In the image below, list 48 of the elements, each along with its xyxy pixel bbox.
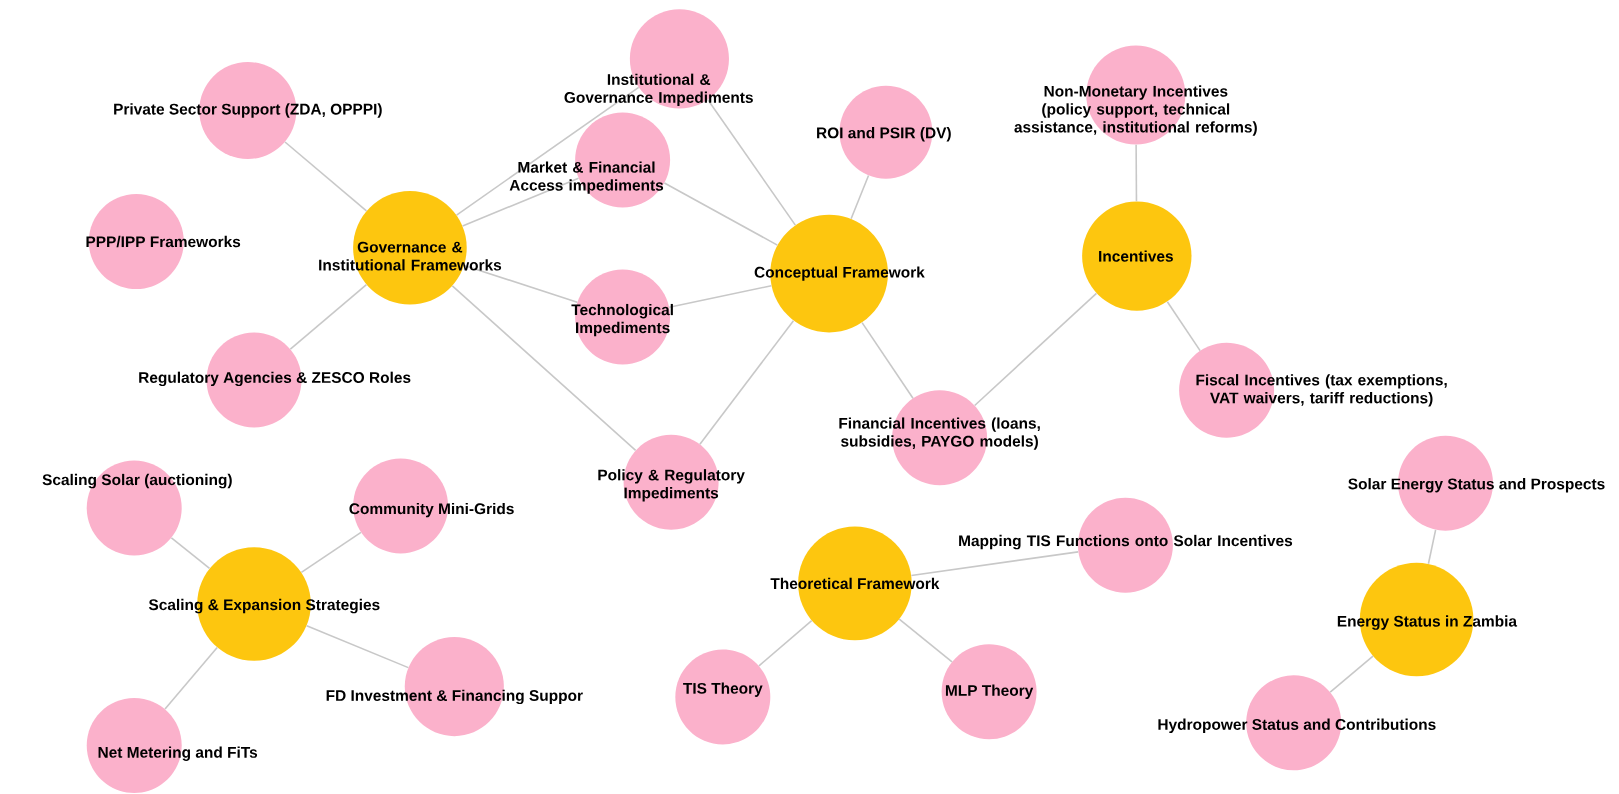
- connector-line: [699, 319, 795, 445]
- topic-circle: [675, 649, 771, 745]
- connector-line: [461, 177, 580, 227]
- connector-line: [164, 646, 218, 710]
- connector-line: [758, 619, 813, 667]
- node-label: Mapping TIS Functions onto Solar Incentives: [959, 534, 1293, 550]
- node-label: Technological Impediments: [571, 303, 673, 337]
- node-label: Non-Monetary Incentives (policy support, technical assistance, institutional reforms): [1014, 85, 1257, 136]
- node-label: PPP/IPP Frameworks: [86, 235, 241, 248]
- connector-line: [305, 624, 410, 669]
- node-label: FD Investment & Financing Suppor: [326, 689, 583, 705]
- connector-line: [463, 264, 579, 304]
- connector-line: [973, 292, 1098, 407]
- connector-line: [1427, 529, 1437, 565]
- node-label: Institutional & Governance Impediments: [564, 73, 753, 106]
- node-label: Private Sector Support (ZDA, OPPPI): [114, 103, 382, 118]
- connector-line: [663, 182, 779, 246]
- connector-line: [451, 285, 637, 452]
- node-label: Hydropower Status and Contributions: [1158, 718, 1436, 733]
- connector-line: [850, 174, 870, 220]
- node-label: Scaling Solar (auctioning): [42, 473, 232, 489]
- node-label: Community Mini-Grids: [349, 502, 514, 518]
- connector-line: [300, 531, 362, 574]
- connector-line: [668, 284, 773, 308]
- node-label: Regulatory Agencies & ZESCO Roles: [139, 371, 411, 387]
- node-label: Net Metering and FiTs: [98, 746, 258, 761]
- connector-line: [1166, 300, 1201, 352]
- node-label: Policy & Regulatory Impediments: [598, 469, 745, 502]
- connector-line: [170, 537, 211, 570]
- node-label: Solar Energy Status and Prospects: [1348, 478, 1605, 493]
- node-label: TIS Theory: [683, 682, 763, 697]
- connector-line: [861, 321, 914, 400]
- connector-line: [289, 283, 368, 350]
- topic-circle: [941, 644, 1037, 740]
- connector-line: [1135, 143, 1138, 202]
- connector-line: [284, 141, 368, 212]
- framework-circle: [1082, 201, 1192, 311]
- node-label: Financial Incentives (loans, subsidies, PAYGO models): [839, 417, 1040, 450]
- node-label: Fiscal Incentives (tax exemptions, VAT waivers, tariff reductions): [1196, 374, 1447, 407]
- node-label: Market & Financial Access impediments: [509, 161, 664, 194]
- connector-line: [898, 618, 953, 663]
- node-label: Incentives: [1099, 250, 1173, 262]
- node-label: ROI and PSIR (DV): [817, 127, 951, 142]
- connector-line: [707, 98, 797, 226]
- connector-line: [910, 551, 1079, 577]
- connector-line: [1329, 655, 1374, 693]
- connector-line: [455, 86, 640, 216]
- node-label: MLP Theory: [945, 684, 1034, 699]
